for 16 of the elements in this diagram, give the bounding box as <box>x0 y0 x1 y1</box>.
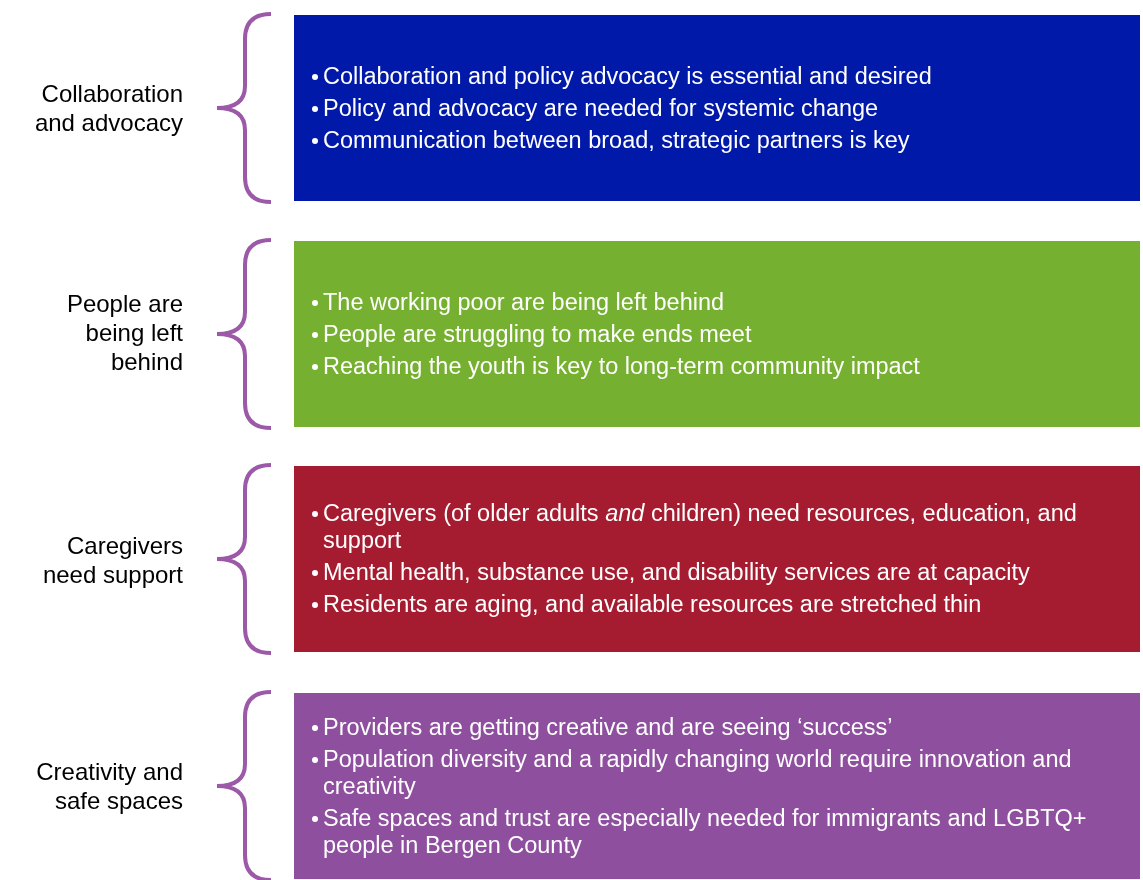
bullet-text: Safe spaces and trust are especially needed for immigrants and LGBTQ+ people in Bergen County <box>323 804 1087 858</box>
bullet-text: The working poor are being left behind <box>323 288 725 315</box>
topic-heading: People are being left behind <box>65 289 183 376</box>
topic-heading: Collaboration and advocacy <box>33 79 183 137</box>
bullet-text: Policy and advocacy are needed for systemic change <box>323 94 879 121</box>
bullet-text: Mental health, substance use, and disability services are at capacity <box>323 559 1030 585</box>
bullet-text: Caregivers (of older adults and children) need resources, education, and support <box>323 500 1077 553</box>
topic-heading: Creativity and safe spaces <box>35 757 183 815</box>
topic-heading: Caregivers need support <box>41 531 183 589</box>
bullet-text: Population diversity and a rapidly changing world require innovation and creativity <box>323 745 1072 799</box>
bullet-text: People are struggling to make ends meet <box>323 320 752 347</box>
bullet-text: Residents are aging, and available resources are stretched thin <box>323 591 982 617</box>
bullet-text: Communication between broad, strategic partners is key <box>323 126 910 153</box>
bullet-text: Providers are getting creative and are seeing ‘success’ <box>323 713 893 740</box>
bullet-text: Reaching the youth is key to long-term community impact <box>323 352 920 379</box>
bullet-text: Collaboration and policy advocacy is essential and desired <box>323 62 932 89</box>
